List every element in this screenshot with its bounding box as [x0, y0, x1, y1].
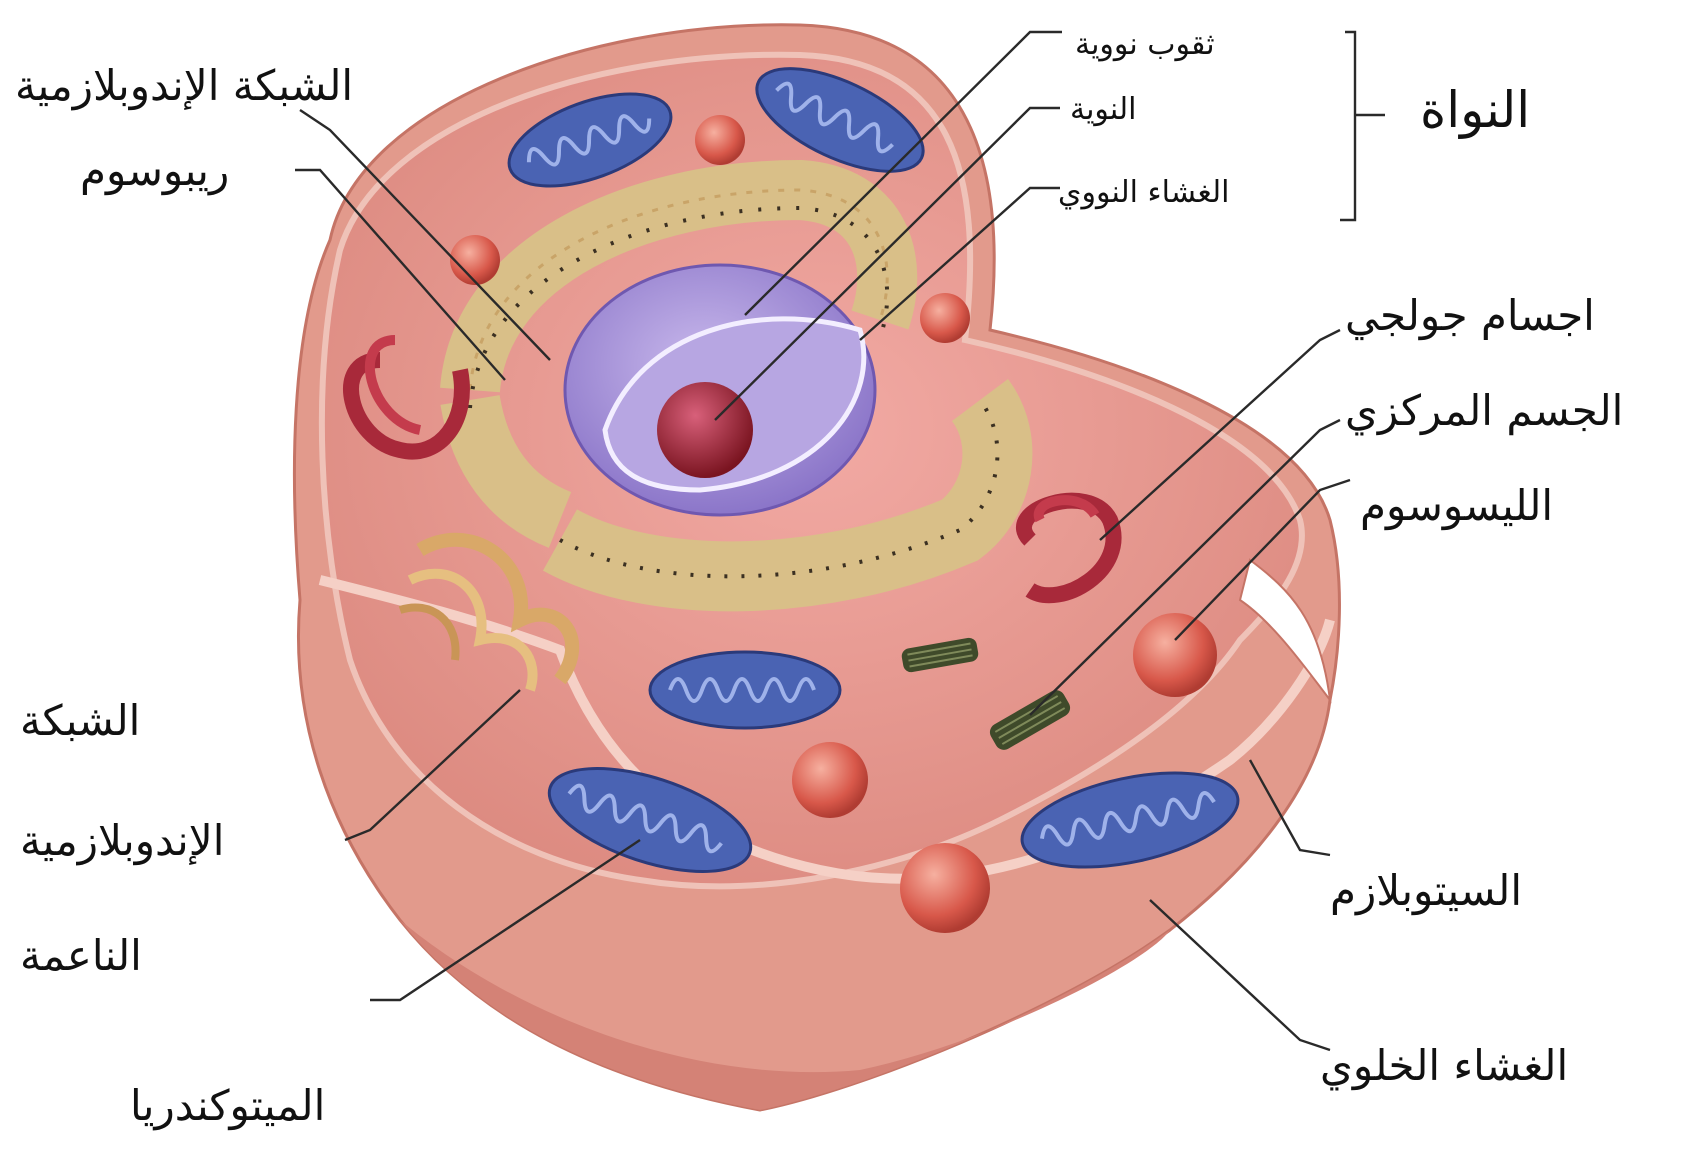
label-centrosome: الجسم المركزي: [1345, 390, 1623, 432]
label-nuclear-envelope: الغشاء النووي: [1058, 178, 1230, 208]
label-ribosome: ريبوسوم: [80, 150, 229, 192]
nucleus-bracket: [1340, 32, 1355, 220]
label-rough-er: الشبكة الإندوبلازمية: [15, 65, 353, 107]
label-lysosome: الليسوسوم: [1360, 485, 1553, 527]
label-nuclear-pores: ثقوب نووية: [1075, 30, 1215, 60]
label-smooth-er-line1: الشبكة: [20, 700, 140, 742]
label-golgi: اجسام جولجي: [1345, 295, 1595, 337]
label-cell-membrane: الغشاء الخلوي: [1320, 1045, 1568, 1087]
label-smooth-er-line3: الناعمة: [20, 935, 142, 977]
nucleus: [565, 265, 875, 515]
label-cytoplasm: السيتوبلازم: [1330, 870, 1522, 912]
label-smooth-er-line2: الإندوبلازمية: [20, 820, 224, 862]
label-mitochondria: الميتوكندريا: [130, 1085, 325, 1127]
label-nucleolus: النوية: [1070, 95, 1136, 125]
label-nucleus: النواة: [1420, 85, 1530, 135]
